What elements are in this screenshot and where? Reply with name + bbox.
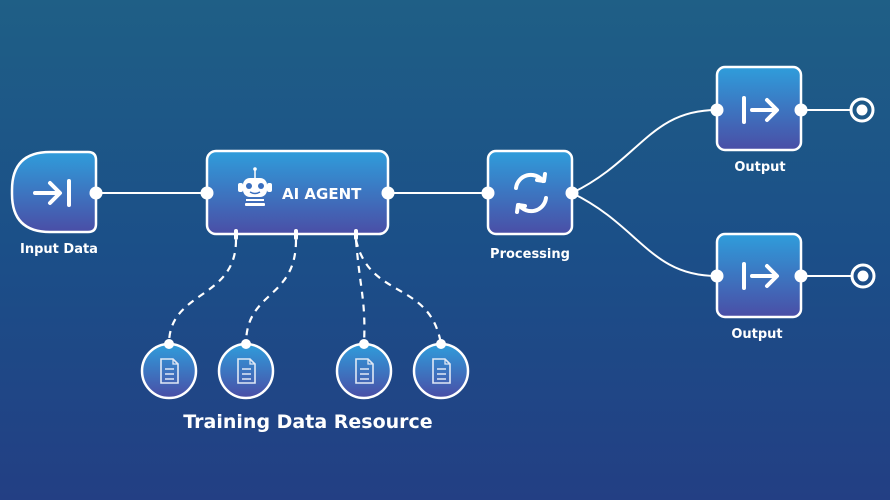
- output-port[interactable]: [794, 269, 808, 283]
- resource-port[interactable]: [359, 339, 369, 349]
- training-doc-3[interactable]: [335, 339, 393, 400]
- input-data-node[interactable]: Input Data: [10, 150, 103, 257]
- output-port[interactable]: [89, 186, 103, 200]
- output-label: Output: [731, 327, 782, 342]
- resource-port[interactable]: [294, 229, 298, 240]
- input-port[interactable]: [200, 186, 214, 200]
- output-port[interactable]: [565, 186, 579, 200]
- output-port[interactable]: [381, 186, 395, 200]
- input-port[interactable]: [710, 269, 724, 283]
- input-port[interactable]: [481, 186, 495, 200]
- ai-agent-label: AI AGENT: [282, 185, 362, 203]
- processing-label: Processing: [490, 247, 570, 262]
- arrow-right-from-bar-icon: [742, 96, 779, 124]
- resource-port[interactable]: [164, 339, 174, 349]
- refresh-cycle-icon: [514, 172, 548, 214]
- connector-processing-output1: [571, 109, 718, 194]
- resource-port[interactable]: [354, 229, 358, 240]
- output-node-1[interactable]: Output: [710, 65, 808, 175]
- output-port[interactable]: [794, 103, 808, 117]
- dashed-connector-doc2: [244, 239, 298, 345]
- dashed-connector-doc1: [167, 239, 238, 345]
- input-data-label: Input Data: [20, 242, 98, 257]
- training-doc-4[interactable]: [412, 339, 470, 400]
- training-doc-1[interactable]: [140, 339, 198, 400]
- end-target-icon-2[interactable]: [850, 263, 876, 289]
- end-target-icon-1[interactable]: [849, 97, 875, 123]
- training-doc-2[interactable]: [217, 339, 275, 400]
- training-data-label: Training Data Resource: [183, 411, 432, 433]
- input-port[interactable]: [710, 103, 724, 117]
- resource-port[interactable]: [234, 229, 238, 240]
- dashed-connector-doc3: [354, 239, 366, 345]
- dashed-connector-doc4: [354, 239, 443, 345]
- arrow-right-from-bar-icon: [742, 262, 779, 290]
- output-label: Output: [734, 160, 785, 175]
- ai-agent-node[interactable]: AI AGENT: [200, 149, 395, 240]
- robot-icon: [238, 167, 272, 206]
- resource-port[interactable]: [436, 339, 446, 349]
- processing-node[interactable]: Processing: [481, 149, 579, 262]
- output-node-2[interactable]: Output: [710, 232, 808, 342]
- resource-port[interactable]: [241, 339, 251, 349]
- connector-processing-output2: [571, 192, 718, 277]
- arrow-right-to-bar-icon: [33, 179, 71, 207]
